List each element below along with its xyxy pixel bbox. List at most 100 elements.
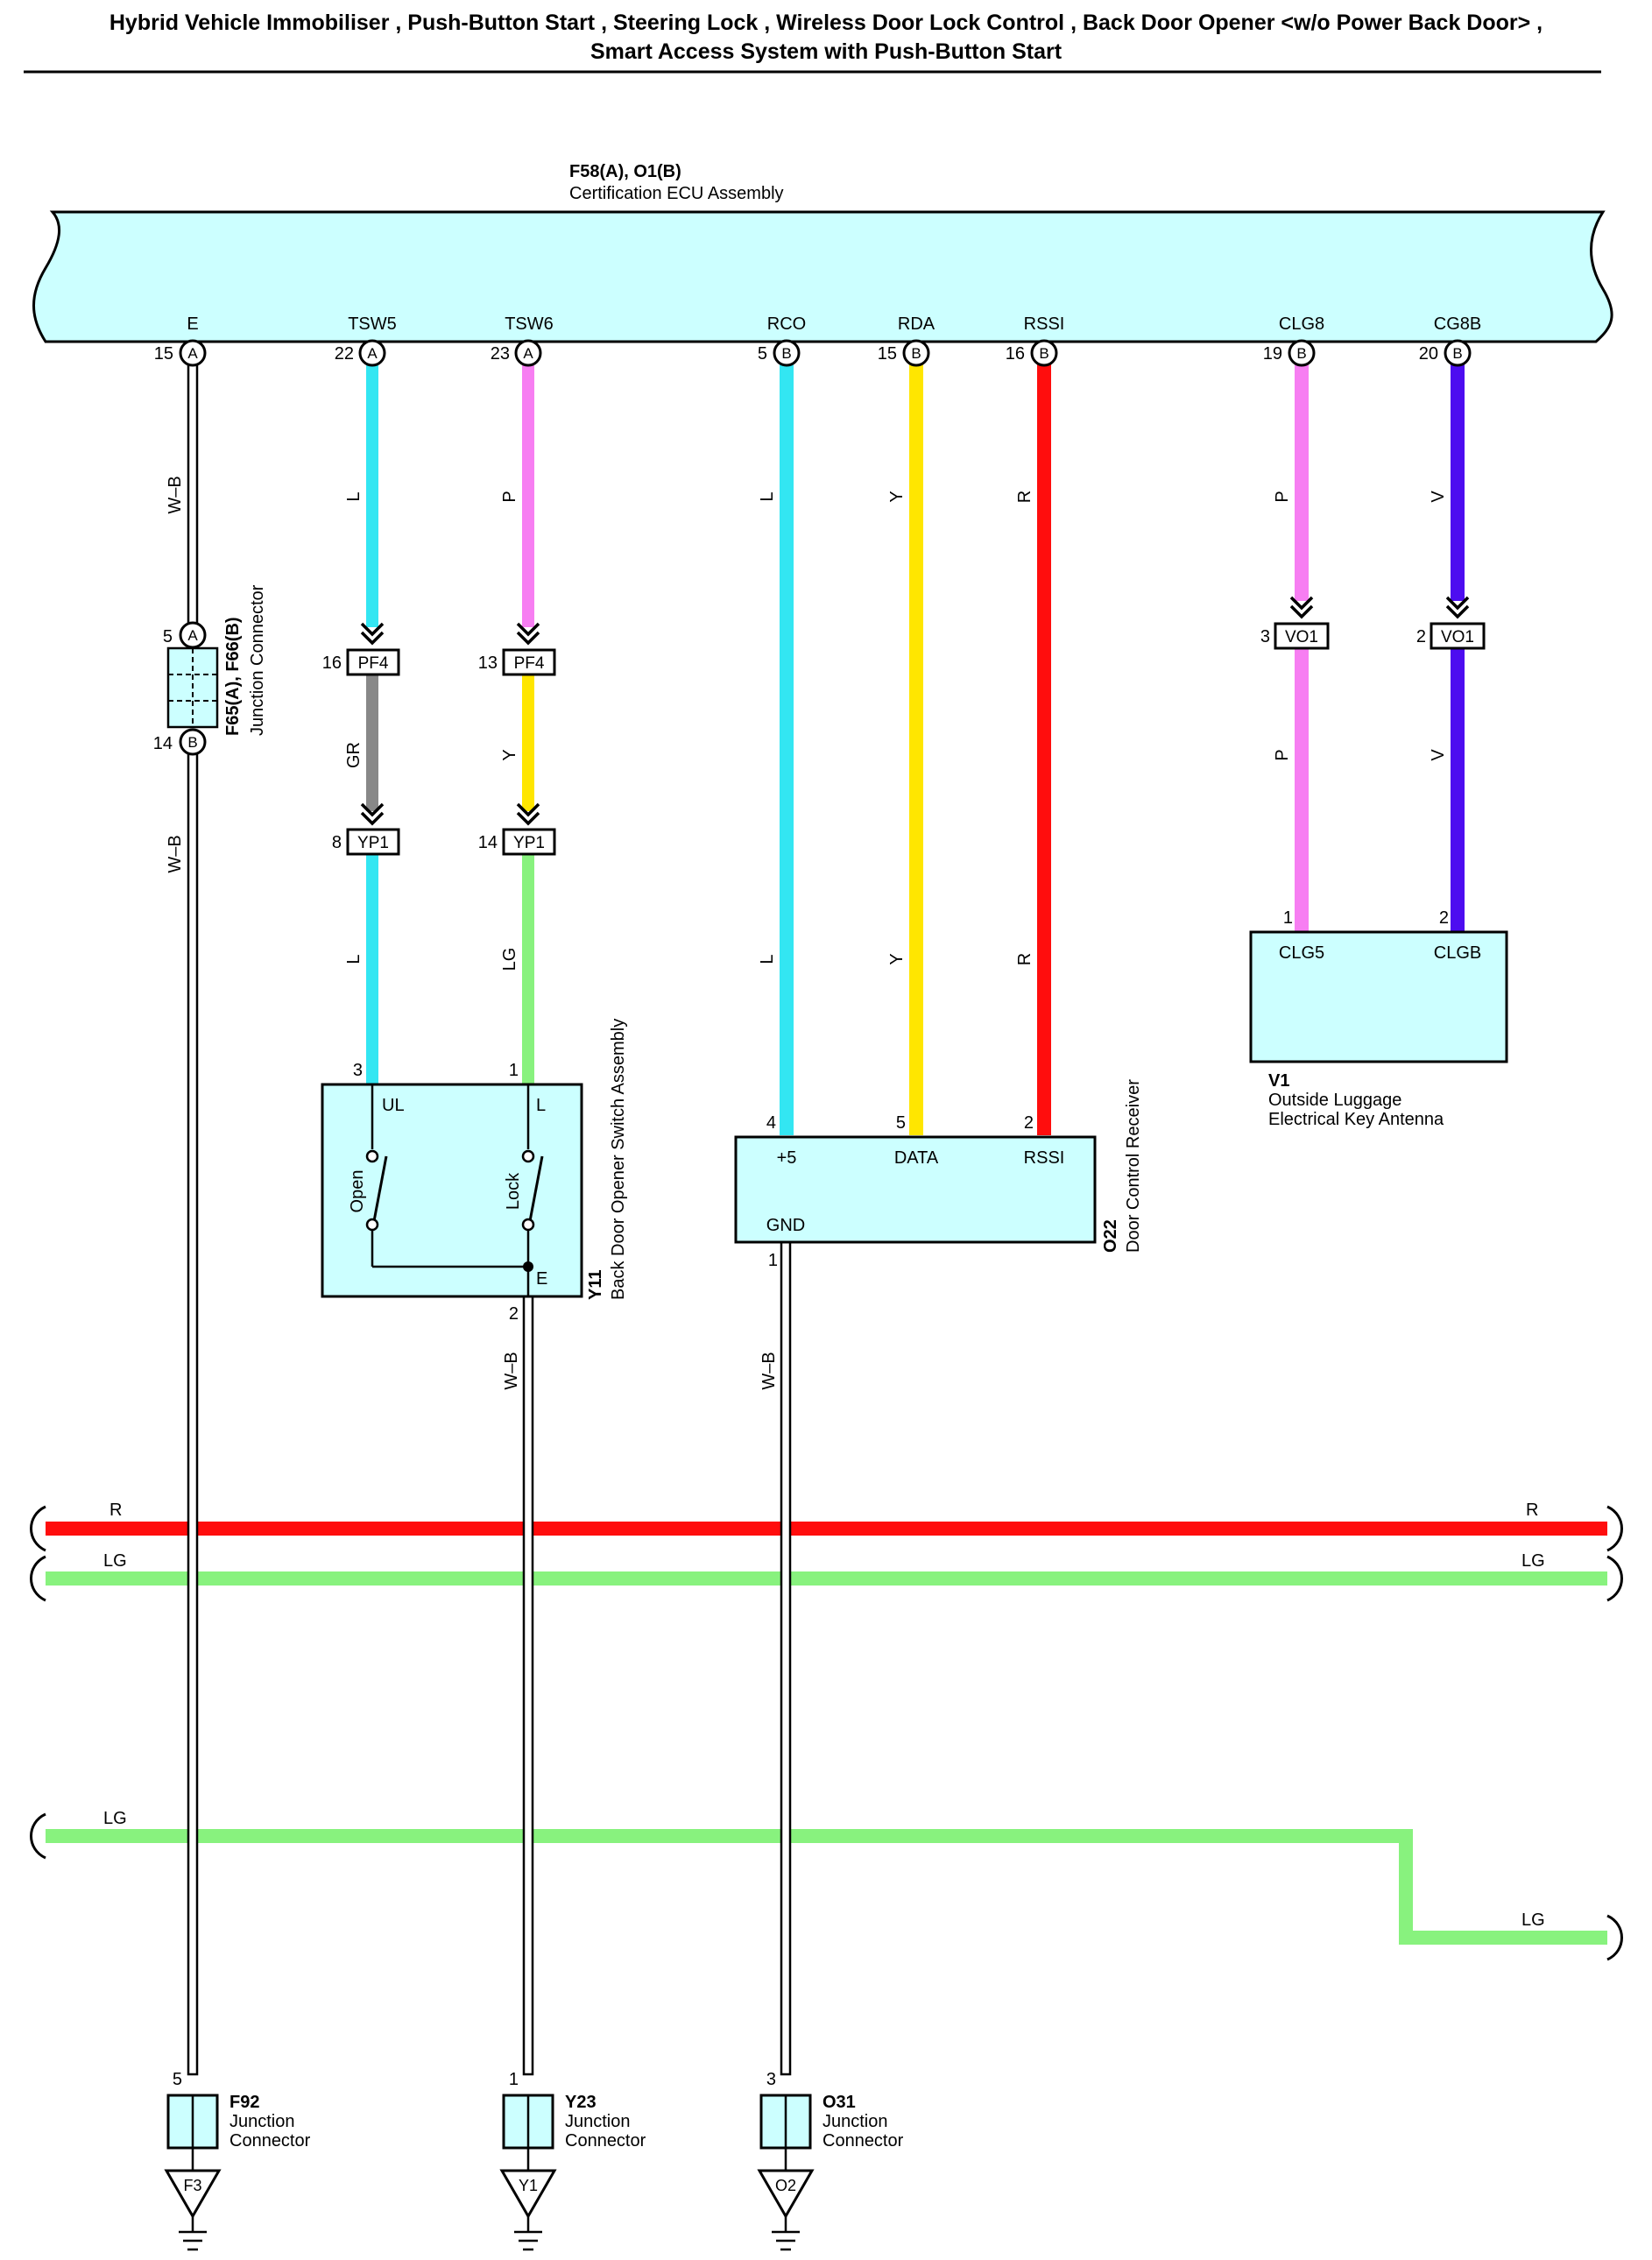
wire-tsw5-label-1: L xyxy=(344,491,364,501)
wire-e: W–B W–B xyxy=(166,363,199,2076)
svg-text:2: 2 xyxy=(509,1304,519,1324)
wire-rssi-label-2: R xyxy=(1015,953,1034,965)
svg-text:2: 2 xyxy=(1024,1113,1034,1133)
svg-text:L: L xyxy=(536,1096,546,1115)
pin-circle-rco: B xyxy=(773,339,801,367)
pin-circle-rda: B xyxy=(902,339,930,367)
connector-yp1-a: YP1 8 xyxy=(332,802,400,856)
svg-text:DATA: DATA xyxy=(894,1148,939,1168)
svg-text:13: 13 xyxy=(478,653,498,673)
pin-circle-tsw5: A xyxy=(358,339,386,367)
svg-text:3: 3 xyxy=(766,2070,776,2089)
connector-pf4-b: PF4 13 xyxy=(478,622,556,676)
svg-text:Junction: Junction xyxy=(565,2112,631,2131)
connector-pf4-a: PF4 16 xyxy=(322,622,400,676)
component-v1: 1 CLG5 2 CLGB V1 Outside Luggage Electri… xyxy=(1249,908,1508,1129)
connector-vo1-b: VO1 2 xyxy=(1416,596,1486,650)
ecu-term-rssi: RSSI xyxy=(1024,314,1065,334)
pin-circle-clg8: B xyxy=(1288,339,1316,367)
svg-text:5: 5 xyxy=(173,2070,182,2089)
wire-clg8-label-1: P xyxy=(1273,491,1292,502)
wire-rco-label-1: L xyxy=(758,491,777,501)
bus-lg-wire-1: LG LG xyxy=(30,1551,1623,1602)
title-line-1: Hybrid Vehicle Immobiliser , Push-Button… xyxy=(109,11,1543,35)
svg-text:A: A xyxy=(187,345,198,362)
ecu-pin-circles: A A A B B B B B A B xyxy=(179,339,1472,756)
wire-clg8-label-2: P xyxy=(1273,749,1292,760)
ecu-pin-numbers: 15 22 23 5 15 16 19 20 xyxy=(154,344,1438,364)
bus-lg2-label-left: LG xyxy=(103,1809,127,1828)
ecu-pin-e: 15 xyxy=(154,344,173,364)
svg-text:A: A xyxy=(187,627,198,644)
svg-text:VO1: VO1 xyxy=(1285,628,1318,646)
pin-circle-tsw6: A xyxy=(514,339,542,367)
y11-switch-open: Open xyxy=(348,1170,367,1213)
svg-text:Connector: Connector xyxy=(229,2131,311,2151)
svg-text:B: B xyxy=(1039,345,1048,362)
ecu-term-rco: RCO xyxy=(767,314,806,334)
svg-text:UL: UL xyxy=(382,1096,405,1115)
bus-lg1-label-left: LG xyxy=(103,1551,127,1571)
svg-text:B: B xyxy=(911,345,921,362)
svg-text:PF4: PF4 xyxy=(514,654,545,673)
svg-text:A: A xyxy=(523,345,533,362)
svg-text:YP1: YP1 xyxy=(513,834,545,852)
y11-switch-lock: Lock xyxy=(504,1172,523,1210)
ecu-name: Certification ECU Assembly xyxy=(569,184,784,203)
svg-text:4: 4 xyxy=(766,1113,776,1133)
svg-text:Junction: Junction xyxy=(229,2112,295,2131)
ecu-pin-tsw5: 22 xyxy=(335,344,354,364)
svg-text:14: 14 xyxy=(478,833,498,852)
svg-text:CLGB: CLGB xyxy=(1434,943,1481,963)
svg-text:1: 1 xyxy=(768,1251,778,1270)
wire-cg8b: V V xyxy=(1429,364,1465,932)
pin-circle-f65-top: A xyxy=(179,621,207,649)
v1-name-line2: Electrical Key Antenna xyxy=(1268,1110,1444,1129)
svg-text:GND: GND xyxy=(766,1216,805,1235)
svg-text:Junction: Junction xyxy=(822,2112,888,2131)
component-y11: 3 UL 1 L Open Lock E 2 Y11 Back Door Ope… xyxy=(321,1019,628,1324)
wire-clg8: P P xyxy=(1273,364,1309,932)
wire-e-label-2: W–B xyxy=(166,835,185,872)
o22-code: O22 xyxy=(1101,1219,1120,1253)
junction-f65-name: Junction Connector xyxy=(248,584,267,736)
bus-r-label-left: R xyxy=(109,1501,122,1520)
wire-y11-ground: W–B xyxy=(502,1260,534,2076)
wire-tsw6: P Y LG xyxy=(500,364,534,1084)
svg-text:B: B xyxy=(1296,345,1306,362)
y11-code: Y11 xyxy=(586,1270,605,1300)
ecu-pin-rco: 5 xyxy=(758,344,767,364)
svg-text:3: 3 xyxy=(353,1061,363,1080)
svg-text:Y1: Y1 xyxy=(519,2177,538,2194)
wire-rco-label-2: L xyxy=(758,954,777,964)
wire-tsw5-label-2: GR xyxy=(344,742,364,768)
ecu-pin-tsw6: 23 xyxy=(491,344,510,364)
ground-y23-code: Y23 xyxy=(565,2093,597,2112)
v1-name-line1: Outside Luggage xyxy=(1268,1091,1401,1110)
ecu-term-rda: RDA xyxy=(898,314,935,334)
junction-f65-pin-bottom: 14 xyxy=(153,734,173,753)
pin-circle-rssi: B xyxy=(1030,339,1058,367)
svg-text:1: 1 xyxy=(509,2070,519,2089)
ecu-term-e: E xyxy=(187,314,198,334)
svg-text:16: 16 xyxy=(322,653,342,673)
wire-tsw6-label-2: Y xyxy=(500,749,519,760)
y11-name: Back Door Opener Switch Assembly xyxy=(609,1019,628,1300)
ground-f92: 5 F92 Junction Connector F3 xyxy=(164,2070,311,2251)
wire-e-label-1: W–B xyxy=(166,476,185,513)
ecu-pin-clg8: 19 xyxy=(1263,344,1282,364)
ecu-term-tsw6: TSW6 xyxy=(505,314,554,334)
svg-text:E: E xyxy=(536,1269,547,1289)
ground-y23: 1 Y23 Junction Connector Y1 xyxy=(499,2070,646,2251)
junction-f65-f66: 5 14 F65(A), F66(B) Junction Connector xyxy=(153,584,267,753)
wire-o22-ground: W–B xyxy=(759,1240,792,2076)
svg-text:A: A xyxy=(367,345,378,362)
o22-name: Door Control Receiver xyxy=(1124,1079,1143,1253)
svg-text:PF4: PF4 xyxy=(358,654,389,673)
svg-text:B: B xyxy=(187,734,197,751)
wire-tsw6-label-3: LG xyxy=(500,948,519,971)
component-o22: 4 +5 5 DATA 2 RSSI GND 1 O22 Door Contro… xyxy=(734,1079,1143,1270)
wire-rssi: R R xyxy=(1015,364,1051,1135)
svg-text:RSSI: RSSI xyxy=(1024,1148,1065,1168)
